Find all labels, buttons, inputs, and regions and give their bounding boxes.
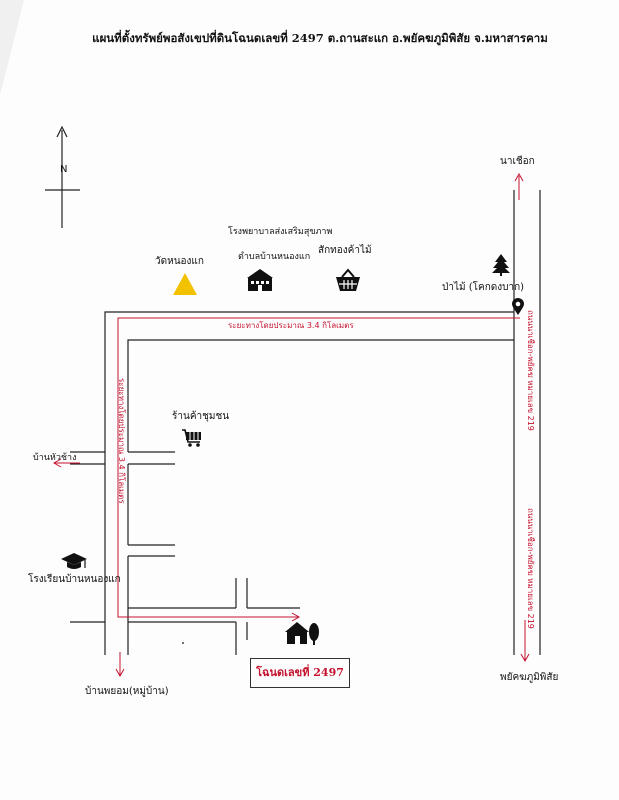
label-shop: สักทองค้าไม้ <box>318 245 372 256</box>
location-pin-icon <box>512 298 524 315</box>
label-community-store: ร้านค้าชุมชน <box>172 411 230 422</box>
route-line <box>117 317 520 622</box>
basket-icon <box>336 268 360 291</box>
label-forest: ป่าไม้ (โคกดงบาก) <box>442 282 525 293</box>
highway-219 <box>513 190 541 655</box>
north-label: N <box>60 164 68 175</box>
house-icon <box>285 622 319 645</box>
map-dot <box>182 642 184 644</box>
road-top <box>104 311 514 655</box>
label-na-chueak: นาเชือก <box>500 156 535 167</box>
highway-label-lower: ถนนนาเชือก-พยัคฆ หมายเลข 219 <box>526 508 535 629</box>
cart-icon <box>182 429 201 447</box>
graduation-cap-icon <box>61 553 87 569</box>
map-title: แผนที่ตั้งทรัพย์พอสังเขปที่ดินโฉนดเลขที่… <box>92 31 548 45</box>
route-distance-left: ระยะทางโดยประมาณ 3.4 กิโลเมตร <box>117 378 126 504</box>
label-temple: วัดหนองแก <box>155 256 204 267</box>
route-distance-top: ระยะทางโดยประมาณ 3.4 กิโลเมตร <box>228 321 354 330</box>
label-phayakkhaphum: พยัคฆภูมิพิสัย <box>500 672 559 683</box>
deed-number-box: โฉนดเลขที่ 2497 <box>250 658 350 688</box>
label-hospital-sub: ตำบลบ้านหนองแก <box>238 252 311 262</box>
north-arrow <box>45 125 80 228</box>
label-ban-phayom: บ้านพยอม(หมู่บ้าน) <box>85 686 169 697</box>
folded-corner <box>0 0 24 95</box>
tree-icon <box>492 254 510 276</box>
label-school: โรงเรียนบ้านหนองแก <box>28 574 121 585</box>
label-ban-hua-chang: บ้านหัวช้าง <box>33 453 77 463</box>
highway-label-upper: ถนนนาเชือก-พยัคฆ หมายเลข 219 <box>526 310 535 431</box>
label-hospital: โรงพยาบาลส่งเสริมสุขภาพ <box>228 227 333 237</box>
temple-icon <box>173 273 197 295</box>
side-streets <box>70 451 300 655</box>
direction-arrows <box>52 172 530 678</box>
hospital-icon <box>247 269 273 291</box>
